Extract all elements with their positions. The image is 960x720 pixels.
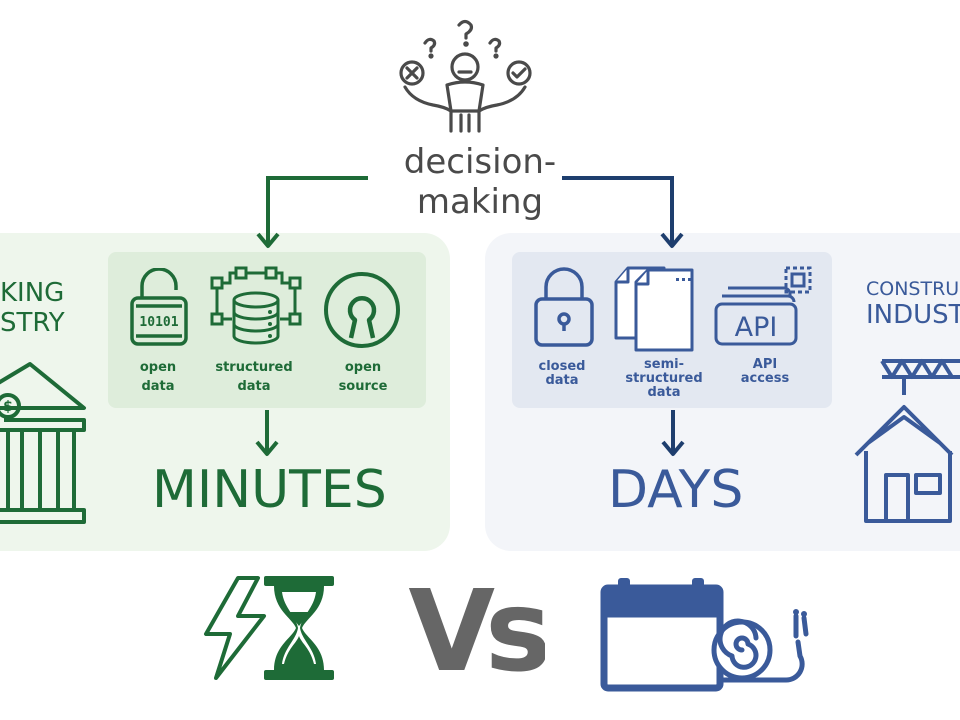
label-line: semi- (644, 357, 684, 372)
down-arrow-icon (255, 410, 279, 456)
minutes-label: MINUTES (152, 460, 387, 520)
confused-person-icon (399, 19, 532, 133)
bank-building-icon: $ (0, 362, 86, 524)
label-line: data (141, 379, 175, 394)
industry-line-2: STRY (0, 308, 65, 338)
industry-line-1: KING (0, 278, 65, 308)
open-data-lock-icon: 10101 (130, 268, 188, 346)
label-line: API (752, 357, 778, 372)
label-line: source (338, 379, 388, 394)
closed-data-lock-icon (534, 267, 594, 347)
label-line: data (647, 385, 681, 400)
label-line: structured (625, 371, 703, 386)
industry-line-1: CONSTRUC (866, 278, 960, 300)
closed-data-label: closed data (530, 360, 594, 388)
left-branch-arrow (256, 176, 368, 248)
structured-data-label: structured data (208, 358, 300, 396)
decision-line-1: decision- (403, 142, 557, 182)
right-branch-arrow (562, 176, 684, 248)
svg-text:$: $ (3, 399, 13, 415)
hourglass-icon (264, 576, 334, 680)
industry-line-2: INDUST (866, 300, 960, 330)
label-line: structured (215, 360, 293, 375)
days-label: DAYS (608, 460, 744, 520)
api-access-label: API access (730, 358, 800, 386)
label-line: open (344, 360, 382, 375)
svg-text:Vs: Vs (408, 580, 545, 680)
house-crane-icon (854, 359, 960, 523)
structured-data-icon (210, 266, 302, 345)
open-source-icon (324, 272, 400, 348)
label-line: data (237, 379, 271, 394)
snail-icon (711, 609, 809, 683)
api-access-icon: API (714, 266, 812, 346)
open-data-label: open data (128, 358, 188, 396)
calendar-icon (600, 578, 724, 692)
versus-label: Vs (408, 580, 545, 680)
semi-structured-documents-icon (614, 266, 694, 352)
label-line: closed (538, 359, 586, 374)
semi-structured-data-label: semi- structured data (616, 358, 712, 400)
lightning-icon (204, 576, 266, 680)
svg-text:API: API (735, 312, 778, 343)
banking-industry-label: KING STRY (0, 278, 65, 338)
construction-industry-label: CONSTRUC INDUST (866, 276, 960, 328)
down-arrow-icon (661, 410, 685, 456)
label-line: access (740, 371, 790, 386)
open-source-label: open source (328, 358, 398, 396)
label-line: open (139, 360, 177, 375)
svg-text:10101: 10101 (139, 315, 178, 330)
label-line: data (545, 373, 579, 388)
decision-line-2: making (416, 182, 544, 222)
decision-making-label: decision- making (360, 142, 600, 222)
